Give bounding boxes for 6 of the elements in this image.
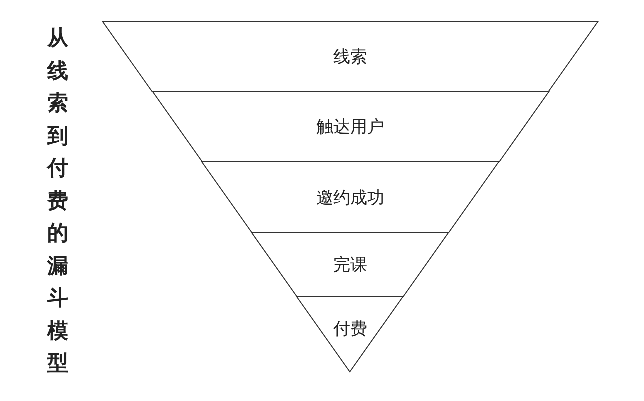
vertical-title: 从线索到付费的漏斗模型 [46,25,70,377]
band-label: 完课 [333,254,368,276]
band-label: 邀约成功 [316,187,384,209]
band-label: 触达用户 [316,116,384,138]
band-label: 付费 [333,318,368,340]
band-label: 线索 [334,46,368,68]
